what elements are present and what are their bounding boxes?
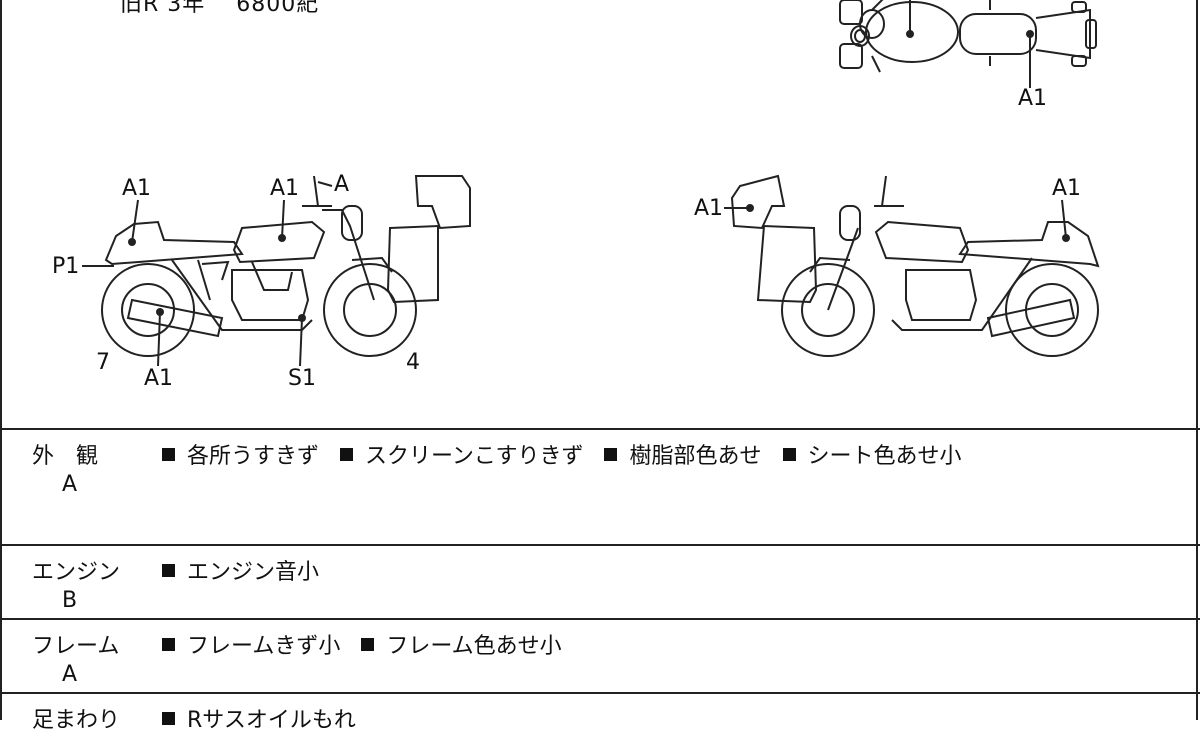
condition-row-suspension: 足まわり Rサスオイルもれ: [2, 692, 1200, 734]
note-item: 樹脂部色あせ: [629, 444, 762, 469]
motorcycle-diagram: A1 A1 A1 A P1 7 A1 S1 4 A1 A1: [2, 0, 1200, 430]
bullet-square-icon: [162, 564, 175, 577]
row-category: エンジン: [32, 560, 121, 585]
row-notes: Rサスオイルもれ: [162, 702, 370, 734]
left-label-exhaust: S1: [288, 366, 316, 391]
top-view-drawing: [839, 0, 1097, 88]
bullet-square-icon: [340, 448, 354, 461]
row-notes: フレームきず小 フレーム色あせ小: [162, 628, 576, 660]
left-label-tank: A1: [270, 176, 300, 201]
note-item: 各所うすきず: [187, 444, 320, 469]
left-label-tail: P1: [52, 254, 80, 279]
left-label-seat-cowl: A1: [122, 176, 152, 201]
left-label-front-wheel: 4: [406, 350, 420, 375]
row-category: 足まわり: [32, 708, 121, 733]
row-category: 外 観: [32, 444, 99, 469]
note-item: フレームきず小: [187, 634, 341, 659]
note-item: スクリーンこすりきず: [365, 444, 584, 469]
row-category: フレーム: [32, 634, 120, 659]
left-label-mirror: A: [334, 172, 350, 197]
row-grade: A: [62, 662, 78, 687]
bullet-square-icon: [162, 638, 175, 651]
note-item: フレーム色あせ小: [386, 634, 562, 659]
header-note: 旧R 3年 6800紀: [120, 0, 320, 17]
condition-row-engine: エンジン B エンジン音小: [2, 544, 1200, 620]
bullet-square-icon: [162, 448, 175, 461]
note-item: エンジン音小: [187, 560, 320, 585]
bullet-square-icon: [782, 448, 796, 461]
right-label-fairing: A1: [694, 196, 724, 221]
row-grade: A: [62, 472, 78, 497]
note-item: シート色あせ小: [807, 444, 962, 469]
condition-row-frame: フレーム A フレームきず小 フレーム色あせ小: [2, 618, 1200, 694]
top-view-label: A1: [1018, 86, 1048, 111]
motorcycle-line-drawing: [82, 0, 1100, 367]
right-label-seat-cowl: A1: [1052, 176, 1082, 201]
bullet-square-icon: [162, 712, 175, 725]
condition-row-exterior: 外 観 A 各所うすきず スクリーンこすりきず 樹脂部色あせ シート色あせ小: [2, 428, 1200, 546]
row-grade: B: [62, 588, 78, 613]
right-view-drawing: [724, 174, 1100, 357]
bullet-square-icon: [604, 448, 618, 461]
bullet-square-icon: [361, 638, 375, 651]
row-notes: エンジン音小: [162, 554, 333, 586]
left-label-rear-wheel: 7: [96, 350, 110, 375]
row-notes: 各所うすきず スクリーンこすりきず 樹脂部色あせ シート色あせ小: [162, 438, 976, 470]
note-item: Rサスオイルもれ: [187, 708, 356, 733]
left-view-drawing: [82, 175, 471, 367]
left-label-muffler: A1: [144, 366, 174, 391]
